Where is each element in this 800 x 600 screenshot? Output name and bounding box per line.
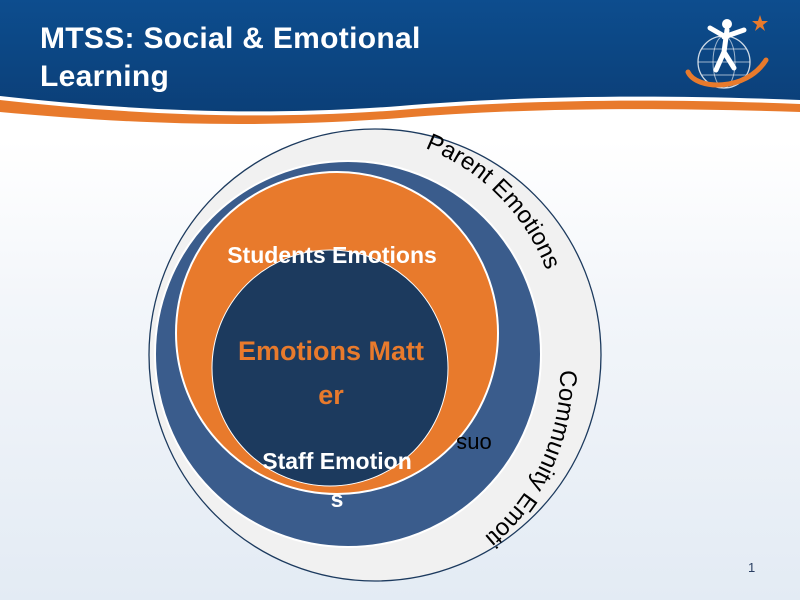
- emotions-matter-core: [211, 249, 449, 487]
- core-label-line-2: er: [318, 380, 344, 410]
- staff-label-line-2: s: [331, 486, 344, 512]
- title-line-1: MTSS: Social & Emotional: [40, 22, 421, 55]
- header-banner: [0, 0, 800, 125]
- figure-with-globe-and-star-logo: [685, 15, 769, 89]
- community-label-wrap: ons: [456, 432, 491, 457]
- page-number: 1: [748, 560, 756, 575]
- core-label-line-1: Emotions Matt: [238, 336, 424, 366]
- slide-title: MTSS: Social & Emotional Learning: [40, 20, 421, 96]
- header-orange-swoosh: [0, 100, 800, 125]
- students-emotions-label: Students Emotions: [227, 242, 437, 268]
- staff-label-line-1: Staff Emotion: [262, 448, 412, 474]
- title-line-2: Learning: [40, 60, 170, 93]
